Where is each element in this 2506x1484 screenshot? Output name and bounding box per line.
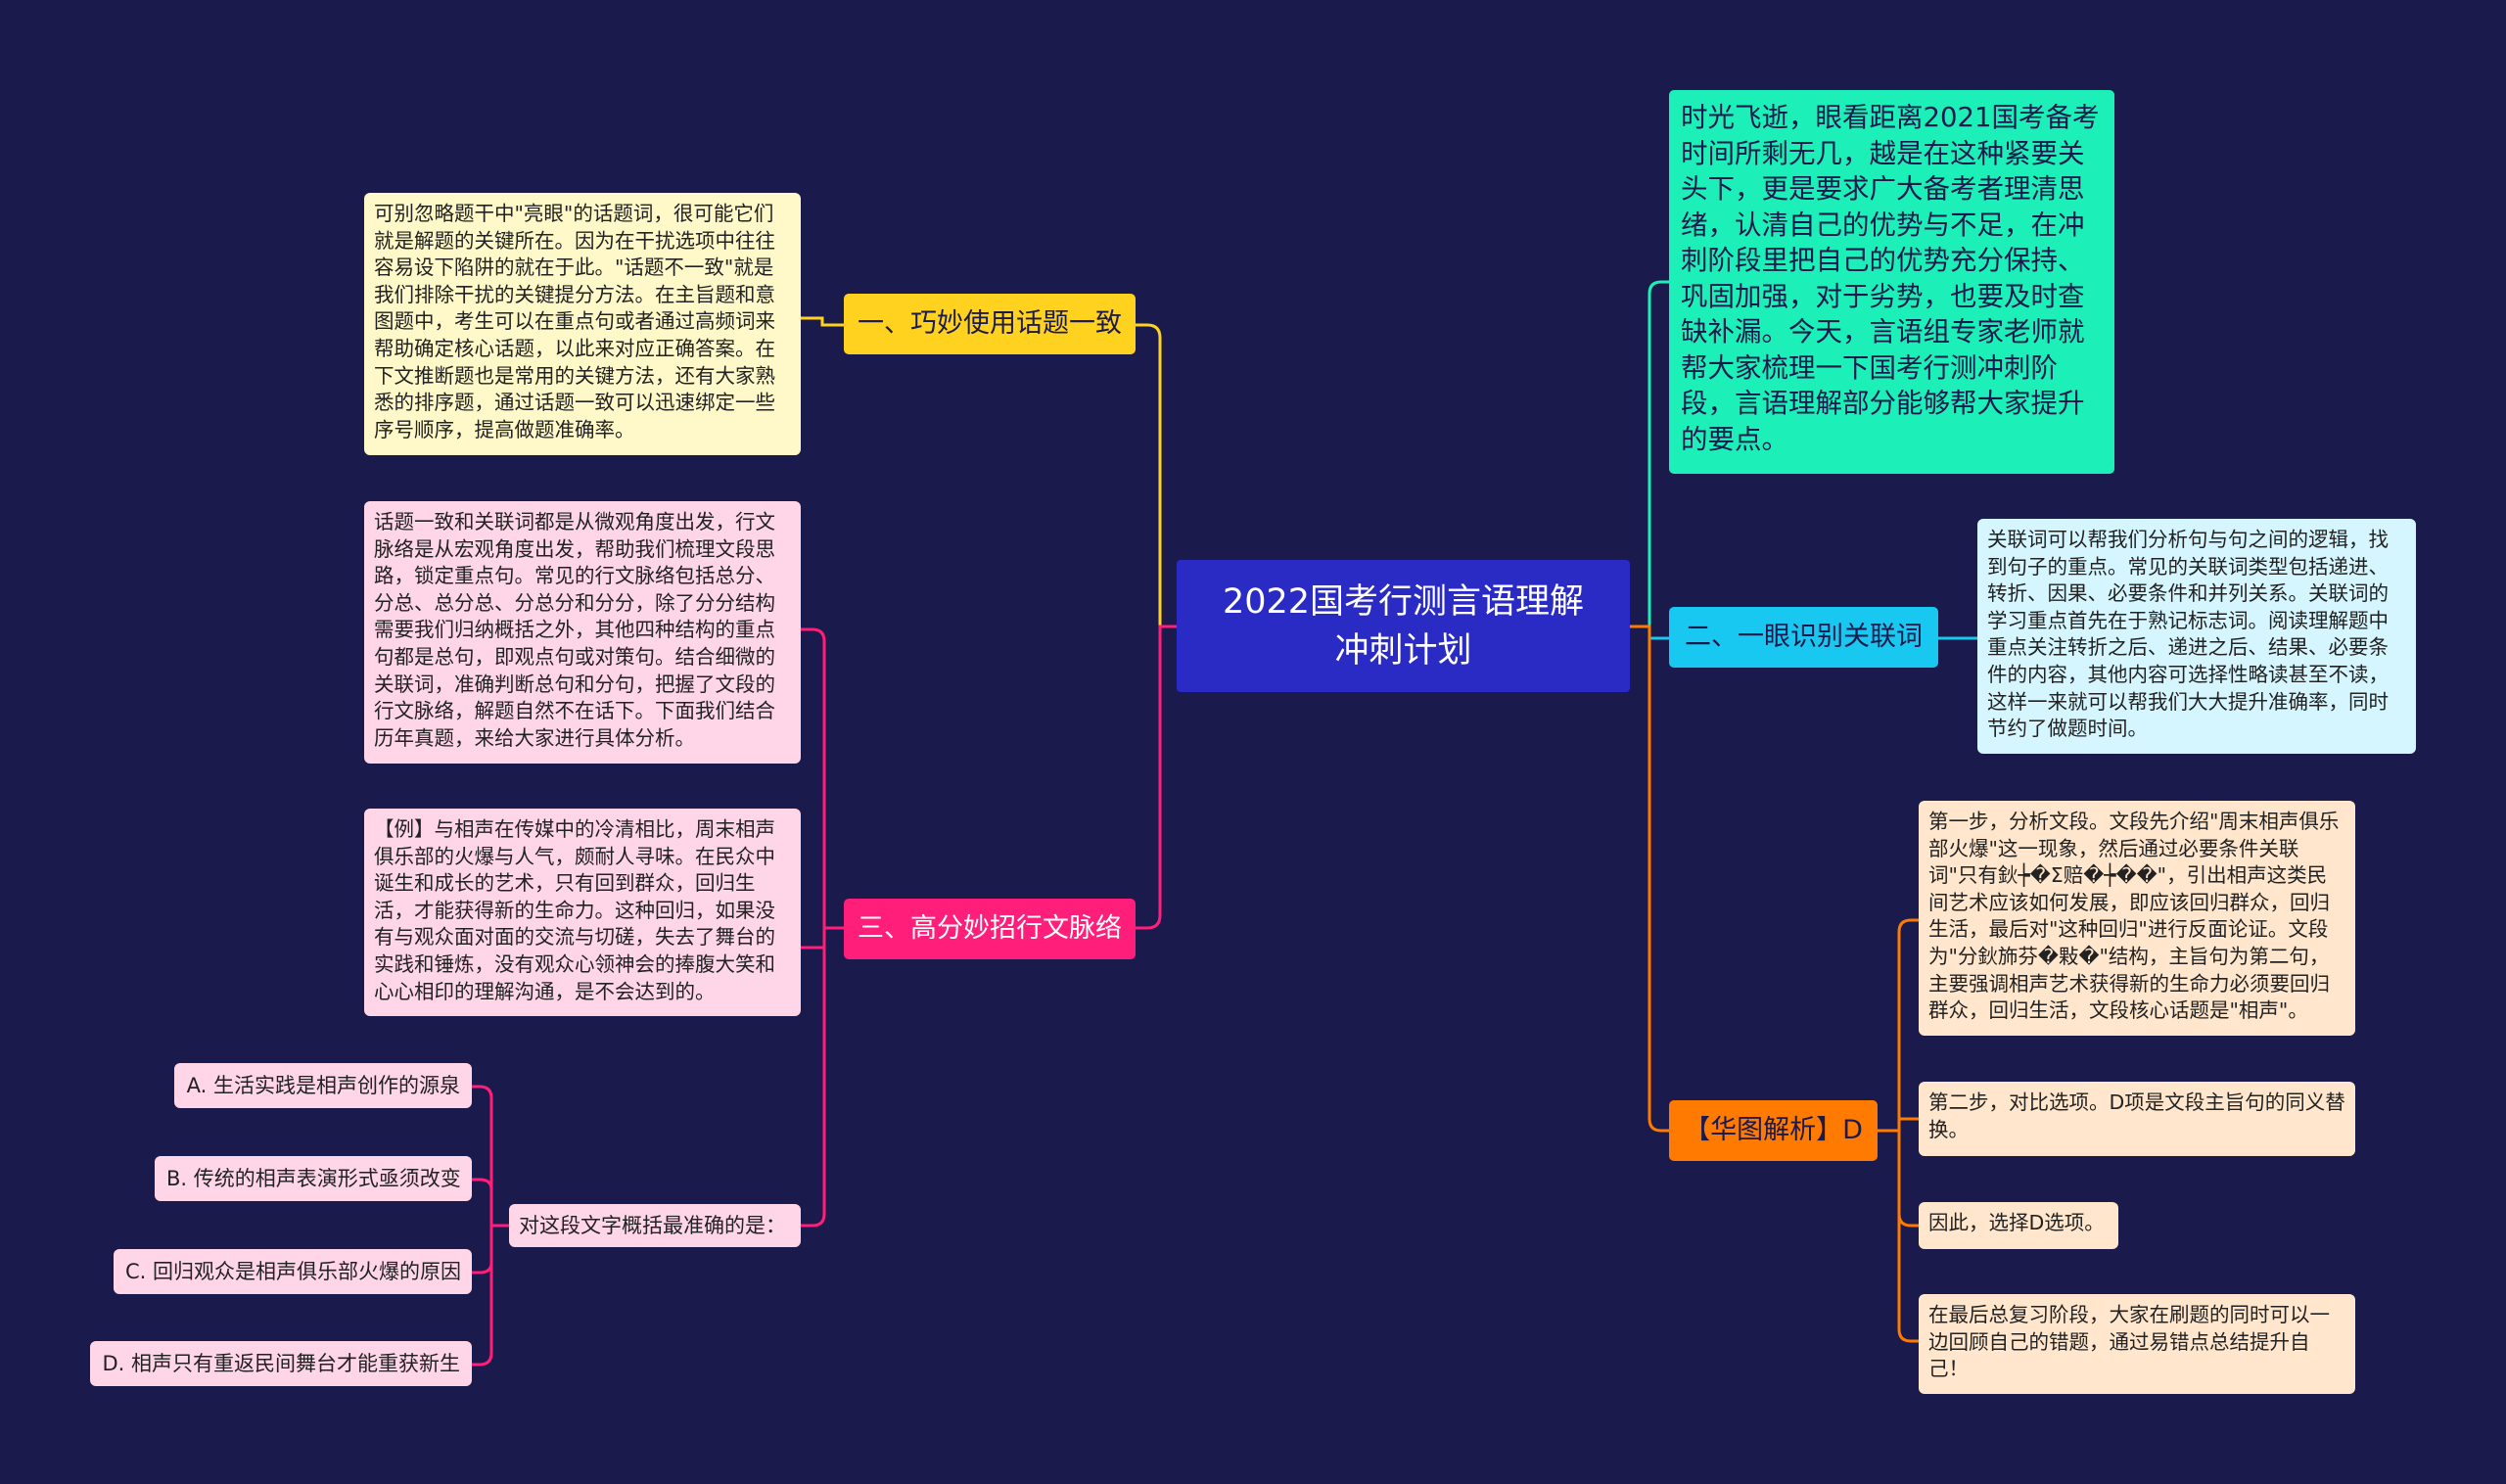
branch-three-detail-text: 话题一致和关联词都是从微观角度出发，行文脉络是从宏观角度出发，帮助我们梳理文段思… <box>374 510 775 750</box>
intro-node[interactable]: 时光飞逝，眼看距离2021国考备考时间所剩无几，越是在这种紧要关头下，更是要求广… <box>1669 90 2114 474</box>
option-b-text: B. 传统的相声表演形式亟须改变 <box>166 1167 461 1190</box>
link-three-detail <box>801 627 844 930</box>
link-four-step4 <box>1897 1131 1919 1343</box>
link-option-c <box>472 1226 493 1275</box>
link-three-question <box>801 928 826 1228</box>
center-title: 2022国考行测言语理解冲刺计划 <box>1222 581 1585 671</box>
center-topic[interactable]: 2022国考行测言语理解冲刺计划 <box>1177 560 1630 692</box>
option-b[interactable]: B. 传统的相声表演形式亟须改变 <box>155 1156 472 1201</box>
link-center-four <box>1630 625 1669 1133</box>
branch-three-example-text: 【例】与相声在传媒中的冷清相比，周末相声俱乐部的火爆与人气，颇耐人寻味。在民众中… <box>374 817 775 1003</box>
branch-one-detail-text: 可别忽略题干中"亮眼"的话题词，很可能它们就是解题的关键所在。因为在干扰选项中往… <box>374 202 775 441</box>
branch-two-label: 二、一眼识别关联词 <box>1685 622 1923 652</box>
option-c[interactable]: C. 回归观众是相声俱乐部火爆的原因 <box>114 1249 472 1294</box>
link-center-intro <box>1630 280 1669 628</box>
option-d-text: D. 相声只有重返民间舞台才能重获新生 <box>102 1352 460 1375</box>
branch-four-step3[interactable]: 因此，选择D选项。 <box>1919 1202 2118 1249</box>
branch-four[interactable]: 【华图解析】D <box>1669 1100 1878 1161</box>
link-center-one <box>1136 323 1177 628</box>
branch-two-detail[interactable]: 关联词可以帮我们分析句与句之间的逻辑，找到句子的重点。常见的关联词类型包括递进、… <box>1977 519 2416 754</box>
link-four-step3 <box>1897 1131 1919 1228</box>
branch-two-detail-text: 关联词可以帮我们分析句与句之间的逻辑，找到句子的重点。常见的关联词类型包括递进、… <box>1987 528 2389 741</box>
branch-four-step1-text: 第一步，分析文段。文段先介绍"周末相声俱乐部火爆"这一现象，然后通过必要条件关联… <box>1928 810 2340 1023</box>
branch-three[interactable]: 三、高分妙招行文脉络 <box>844 899 1136 959</box>
link-option-b <box>472 1178 493 1226</box>
branch-four-label: 【华图解析】D <box>1684 1115 1863 1145</box>
link-option-a <box>472 1085 509 1228</box>
option-d[interactable]: D. 相声只有重返民间舞台才能重获新生 <box>90 1341 472 1386</box>
branch-three-detail[interactable]: 话题一致和关联词都是从微观角度出发，行文脉络是从宏观角度出发，帮助我们梳理文段思… <box>364 501 801 764</box>
link-three-example <box>801 928 826 950</box>
branch-four-step1[interactable]: 第一步，分析文段。文段先介绍"周末相声俱乐部火爆"这一现象，然后通过必要条件关联… <box>1919 801 2355 1036</box>
link-four-step1 <box>1878 918 1919 1133</box>
branch-three-example[interactable]: 【例】与相声在传媒中的冷清相比，周末相声俱乐部的火爆与人气，颇耐人寻味。在民众中… <box>364 809 801 1016</box>
link-one-detail <box>801 316 844 327</box>
link-option-d <box>472 1226 493 1367</box>
option-c-text: C. 回归观众是相声俱乐部火爆的原因 <box>125 1260 462 1283</box>
branch-four-step2[interactable]: 第二步，对比选项。D项是文段主旨句的同义替换。 <box>1919 1082 2355 1156</box>
branch-three-question-text: 对这段文字概括最准确的是： <box>519 1214 786 1237</box>
branch-four-step4-text: 在最后总复习阶段，大家在刷题的同时可以一边回顾自己的错题，通过易错点总结提升自己… <box>1928 1303 2330 1381</box>
option-a-text: A. 生活实践是相声创作的源泉 <box>186 1074 460 1097</box>
branch-one-label: 一、巧妙使用话题一致 <box>858 308 1122 339</box>
branch-one[interactable]: 一、巧妙使用话题一致 <box>844 294 1136 354</box>
link-center-three <box>1136 625 1177 930</box>
link-four-step2 <box>1897 1117 1919 1131</box>
branch-four-step2-text: 第二步，对比选项。D项是文段主旨句的同义替换。 <box>1928 1090 2345 1141</box>
option-a[interactable]: A. 生活实践是相声创作的源泉 <box>174 1063 472 1108</box>
branch-two[interactable]: 二、一眼识别关联词 <box>1669 607 1938 668</box>
branch-three-question[interactable]: 对这段文字概括最准确的是： <box>509 1204 801 1247</box>
branch-four-step4[interactable]: 在最后总复习阶段，大家在刷题的同时可以一边回顾自己的错题，通过易错点总结提升自己… <box>1919 1294 2355 1394</box>
branch-three-label: 三、高分妙招行文脉络 <box>858 913 1122 944</box>
intro-text: 时光飞逝，眼看距离2021国考备考时间所剩无几，越是在这种紧要关头下，更是要求广… <box>1681 102 2100 455</box>
branch-one-detail[interactable]: 可别忽略题干中"亮眼"的话题词，很可能它们就是解题的关键所在。因为在干扰选项中往… <box>364 193 801 455</box>
branch-four-step3-text: 因此，选择D选项。 <box>1928 1211 2105 1234</box>
